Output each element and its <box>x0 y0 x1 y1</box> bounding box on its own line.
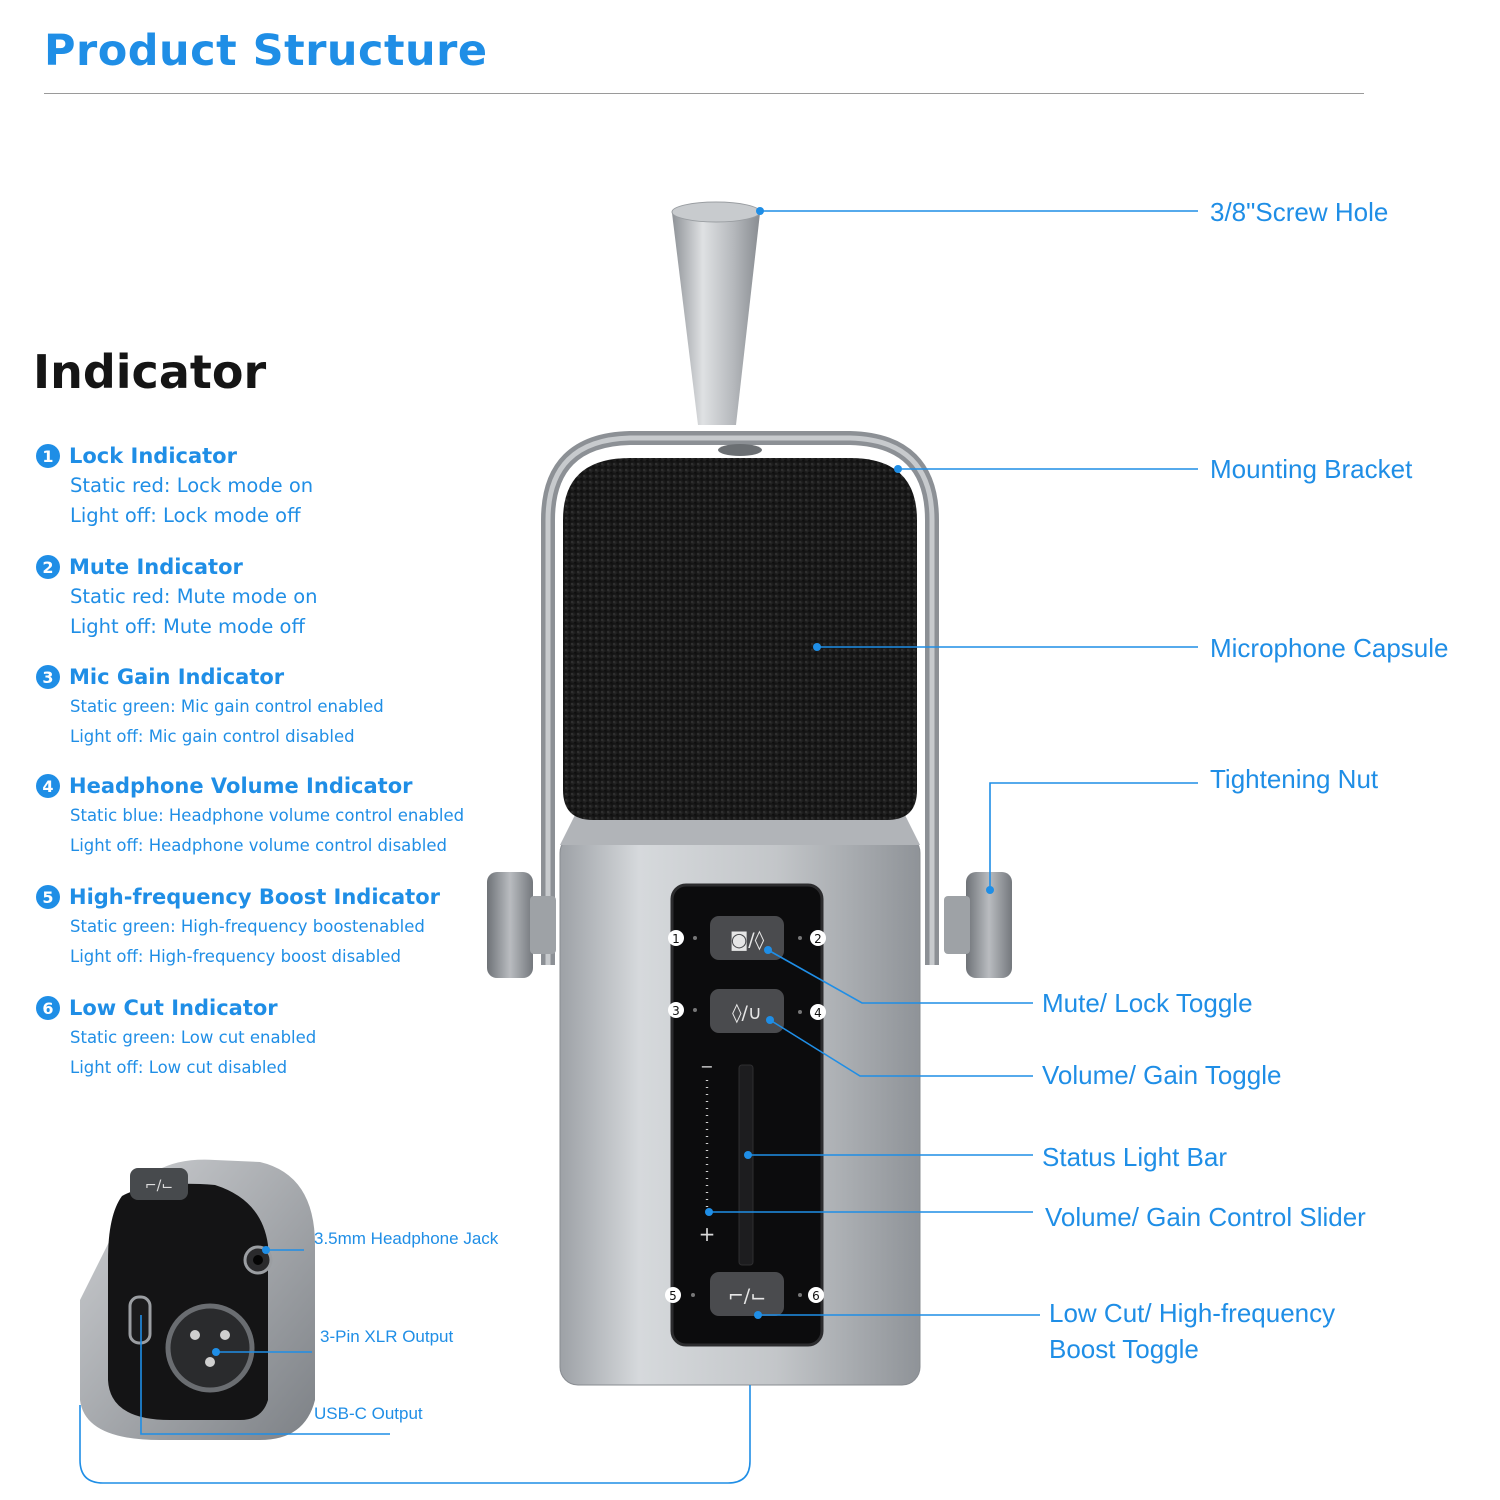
xlr-port <box>165 1303 255 1393</box>
svg-text:⌐/⌙: ⌐/⌙ <box>728 1285 766 1307</box>
panel-indicator-5: 5 <box>665 1287 695 1303</box>
panel-indicator-3: 3 <box>668 1002 697 1018</box>
indicator-item-mic-gain: 3 Mic Gain Indicator Static green: Mic g… <box>36 662 526 752</box>
inset-toggle-button <box>130 1168 188 1200</box>
callout-tightening-nut: Tightening Nut <box>1210 764 1379 794</box>
callout-headphone-jack: 3.5mm Headphone Jack <box>314 1229 499 1248</box>
callout-status-light-bar: Status Light Bar <box>1042 1142 1227 1172</box>
indicator-number-badge: 2 <box>36 555 60 579</box>
indicator-desc-line: Static green: Mic gain control enabled <box>70 697 384 716</box>
panel-indicator-1: 1 <box>668 930 697 946</box>
title-divider <box>44 93 1364 94</box>
callout-usbc-output: USB-C Output <box>314 1404 423 1423</box>
indicator-item-mute: 2 Mute Indicator Static red: Mute mode o… <box>36 552 526 642</box>
panel-indicator-4: 4 <box>798 1004 826 1020</box>
leader-lines <box>79 210 1198 1484</box>
svg-text:◊/∪: ◊/∪ <box>732 1002 762 1024</box>
indicator-desc-line: Light off: Mute mode off <box>70 615 305 638</box>
indicator-name: Mute Indicator <box>69 555 243 579</box>
callout-screw-hole: 3/8"Screw Hole <box>1210 197 1389 227</box>
indicator-number-badge: 3 <box>36 665 60 689</box>
indicator-desc-line: Light off: High-frequency boost disabled <box>70 947 401 966</box>
indicator-desc-line: Light off: Mic gain control disabled <box>70 727 355 746</box>
indicator-name: Low Cut Indicator <box>69 996 278 1020</box>
panel-indicator-6: 6 <box>798 1287 824 1303</box>
lowcut-hf-button <box>710 1272 784 1316</box>
indicator-desc-line: Static red: Mute mode on <box>70 585 318 608</box>
svg-text:⌐/⌙: ⌐/⌙ <box>145 1178 173 1194</box>
slider-minus-label: − <box>700 1057 713 1076</box>
left-tightening-nut <box>487 872 533 978</box>
bottom-port-inset: ⌐/⌙ <box>80 1159 315 1440</box>
right-tightening-nut <box>966 872 1012 978</box>
callout-microphone-capsule: Microphone Capsule <box>1210 633 1449 663</box>
screw-hole-cone <box>672 204 760 425</box>
svg-text:◙/◊: ◙/◊ <box>730 929 765 951</box>
indicator-name: Lock Indicator <box>69 444 237 468</box>
page-title: Product Structure <box>44 26 488 76</box>
screw-hole-top <box>671 201 761 223</box>
indicator-number-badge: 4 <box>36 774 60 798</box>
indicator-item-low-cut: 6 Low Cut Indicator Static green: Low cu… <box>36 993 526 1083</box>
callout-mute-lock-toggle: Mute/ Lock Toggle <box>1042 988 1253 1018</box>
callout-volume-gain-slider: Volume/ Gain Control Slider <box>1045 1202 1366 1232</box>
indicator-heading: Indicator <box>33 345 267 399</box>
callout-mounting-bracket: Mounting Bracket <box>1210 454 1413 484</box>
panel-indicator-2: 2 <box>798 930 826 946</box>
indicator-desc-line: Light off: Headphone volume control disa… <box>70 836 447 855</box>
indicator-item-hf-boost: 5 High-frequency Boost Indicator Static … <box>36 882 526 972</box>
usbc-port <box>128 1295 152 1345</box>
status-light-bar <box>738 1064 754 1266</box>
indicator-number-badge: 1 <box>36 444 60 468</box>
indicator-desc-line: Static blue: Headphone volume control en… <box>70 806 465 825</box>
callout-volume-gain-toggle: Volume/ Gain Toggle <box>1042 1060 1282 1090</box>
indicator-desc-line: Static green: Low cut enabled <box>70 1028 317 1047</box>
indicator-number-badge: 6 <box>36 996 60 1020</box>
indicator-item-headphone-volume: 4 Headphone Volume Indicator Static blue… <box>36 771 526 861</box>
indicator-name: Headphone Volume Indicator <box>69 774 413 798</box>
callout-line: Boost Toggle <box>1049 1334 1199 1364</box>
svg-text:4: 4 <box>814 1006 822 1020</box>
svg-text:5: 5 <box>669 1289 677 1303</box>
callout-lowcut-hf-toggle: Low Cut/ High-frequency Boost Toggle <box>1049 1295 1335 1367</box>
indicator-name: High-frequency Boost Indicator <box>69 885 440 909</box>
indicator-desc-line: Static green: High-frequency boostenable… <box>70 917 425 936</box>
callout-line: Low Cut/ High-frequency <box>1049 1298 1336 1328</box>
slider-plus-label: + <box>699 1222 716 1246</box>
leader-line-dots <box>212 207 994 1356</box>
foam-windscreen <box>563 458 917 820</box>
indicator-item-lock: 1 Lock Indicator Static red: Lock mode o… <box>36 441 526 531</box>
indicator-name: Mic Gain Indicator <box>69 665 285 689</box>
volume-gain-button <box>710 989 784 1033</box>
svg-text:1: 1 <box>672 932 680 946</box>
callout-xlr-output: 3-Pin XLR Output <box>320 1327 454 1346</box>
indicator-desc-line: Static red: Lock mode on <box>70 474 314 497</box>
svg-text:6: 6 <box>812 1289 820 1303</box>
indicator-desc-line: Light off: Lock mode off <box>70 504 301 527</box>
indicator-number-badge: 5 <box>36 885 60 909</box>
svg-text:3: 3 <box>672 1004 680 1018</box>
indicator-desc-line: Light off: Low cut disabled <box>70 1058 288 1077</box>
svg-text:2: 2 <box>814 932 822 946</box>
